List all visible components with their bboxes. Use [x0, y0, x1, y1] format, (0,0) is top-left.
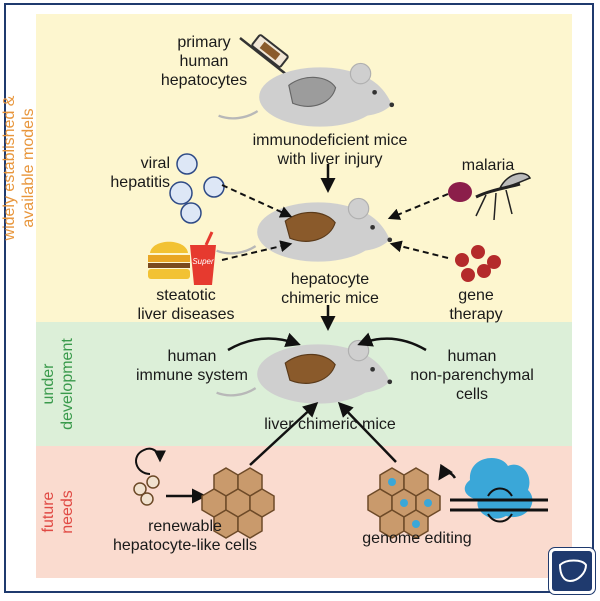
virus-icon — [169, 153, 225, 224]
immune-to-liver-arrow — [227, 332, 301, 352]
label-liver-chimeric-mice: liver chimeric mice — [264, 416, 396, 433]
viral-to-chimeric-arrow — [221, 184, 293, 218]
stem-cells-icon — [133, 475, 160, 506]
blood-drop-icon — [448, 182, 472, 202]
self-renewal-arrow — [135, 447, 166, 475]
burger-icon — [148, 241, 190, 279]
hepatocyte-chimeric-mouse — [215, 197, 394, 263]
liver-chimeric-mouse — [215, 339, 394, 405]
nonparenchymal-to-liver-arrow — [357, 332, 427, 352]
steatotic-to-chimeric-arrow — [221, 240, 293, 261]
editing-to-cells-arrow — [438, 463, 457, 481]
renewable-to-liver-arrow — [249, 401, 319, 466]
figure-frame — [4, 3, 594, 593]
mosquito-icon — [475, 172, 532, 221]
label-malaria: malaria — [461, 157, 515, 174]
drink-cup-icon: Super — [190, 231, 216, 285]
gene-therapy-particles-icon — [455, 245, 501, 282]
genome-to-liver-arrow — [337, 401, 397, 463]
malaria-to-chimeric-arrow — [387, 193, 449, 220]
liver-logo-icon — [558, 559, 588, 583]
edited-cells-icon — [367, 467, 441, 539]
crispr-complex-icon — [450, 457, 548, 523]
label-genome-editing: genome editing — [362, 530, 472, 547]
journal-logo — [548, 547, 596, 595]
cup-logo-text: Super — [192, 257, 214, 266]
gene-to-chimeric-arrow — [389, 240, 449, 259]
immunodeficient-mouse — [217, 62, 396, 128]
